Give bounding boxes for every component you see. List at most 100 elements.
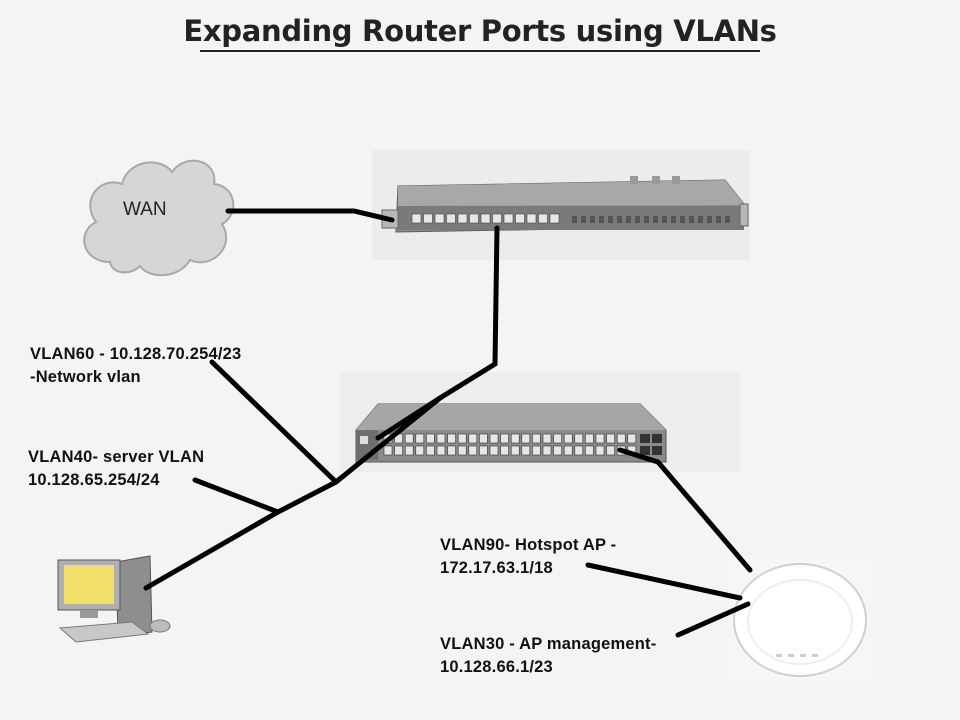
switch-port [532, 445, 541, 456]
router-switch-cable [375, 225, 500, 441]
switch-port [489, 433, 499, 444]
switch-port [500, 433, 509, 444]
switch-port [606, 433, 615, 444]
router-vent [662, 216, 667, 223]
router-vent [689, 216, 694, 223]
switch-port [468, 433, 478, 444]
router-vent [626, 216, 631, 223]
switch-port [510, 433, 520, 444]
switch-port [553, 433, 562, 444]
router-vent [707, 216, 712, 223]
switch-port [585, 445, 594, 456]
switch-port [457, 433, 467, 444]
vlan40-line2: 10.128.65.254/24 [28, 471, 160, 489]
switch-port [426, 433, 435, 444]
switch-port [383, 445, 393, 456]
switch-pc-trunk-cable [143, 395, 443, 591]
wan-label: WAN [123, 199, 167, 220]
switch-port [468, 445, 478, 456]
router-icon [372, 150, 750, 260]
switch-port [489, 445, 499, 456]
switch-port [500, 445, 509, 456]
switch-sfp-port [652, 446, 662, 455]
vlan30-cable [675, 601, 751, 638]
vlan40-label: VLAN40- server VLAN 10.128.65.254/24 [28, 446, 204, 492]
switch-port [616, 433, 626, 444]
router-vent [698, 216, 703, 223]
router-vent [680, 216, 685, 223]
vlan90-label: VLAN90- Hotspot AP - 172.17.63.1/18 [440, 534, 616, 580]
switch-port [521, 433, 531, 444]
switch-port [563, 445, 573, 456]
switch-port [457, 445, 467, 456]
switch-port [426, 445, 435, 456]
router-vent [644, 216, 649, 223]
switch-port [627, 433, 637, 444]
switch-port [542, 433, 552, 444]
switch-port [532, 433, 541, 444]
router-port-row [411, 213, 730, 224]
wan-cloud-icon [83, 159, 235, 277]
vlan90-line1: VLAN90- Hotspot AP - [440, 536, 617, 554]
router-port [423, 213, 433, 224]
router-port [549, 213, 560, 224]
router-port [469, 213, 479, 224]
wan-router-cable [225, 208, 395, 223]
switch-port [404, 445, 414, 456]
switch-port [404, 433, 414, 444]
router-vent [725, 216, 730, 223]
switch-port [479, 433, 488, 444]
switch-port [436, 433, 446, 444]
switch-port [542, 445, 552, 456]
router-port [480, 213, 491, 224]
switch-port [563, 433, 573, 444]
vlan60-label: VLAN60 - 10.128.70.254/23 -Network vlan [30, 343, 241, 389]
switch-sfp-port [640, 434, 650, 443]
switch-port [510, 445, 520, 456]
router-vent [653, 216, 658, 223]
router-vent [716, 216, 721, 223]
router-port [457, 213, 468, 224]
switch-port [606, 445, 615, 456]
vlan90-line2: 172.17.63.1/18 [440, 559, 553, 577]
pc-icon [57, 555, 171, 643]
vlan60-cable [209, 359, 339, 485]
router-port [515, 213, 525, 224]
vlan30-line2: 10.128.66.1/23 [440, 658, 553, 676]
switch-port [574, 445, 584, 456]
page-title: Expanding Router Ports using VLANs [183, 14, 777, 48]
switch-port-rows [383, 433, 662, 456]
switch-port [415, 445, 425, 456]
router-vent [608, 216, 613, 223]
switch-sfp-port [640, 446, 650, 455]
vlan60-line1: VLAN60 - 10.128.70.254/23 [30, 345, 242, 363]
router-vent [599, 216, 604, 223]
router-port [446, 213, 456, 224]
switch-port [447, 445, 456, 456]
router-vent [581, 216, 586, 223]
switch-port [394, 445, 403, 456]
router-port [411, 213, 422, 224]
router-port [492, 213, 502, 224]
switch-port [595, 445, 605, 456]
cables [143, 208, 753, 638]
switch-port [447, 433, 456, 444]
switch-port [553, 445, 562, 456]
switch-port [574, 433, 584, 444]
router-port [526, 213, 537, 224]
switch-port [585, 433, 594, 444]
switch-sfp-port [652, 434, 662, 443]
router-port [538, 213, 548, 224]
vlan40-cable [192, 477, 281, 515]
router-port [503, 213, 514, 224]
router-vent [617, 216, 622, 223]
router-vent [572, 216, 577, 223]
vlan60-line2: -Network vlan [30, 368, 141, 386]
access-point-icon [728, 556, 874, 686]
switch-port [595, 433, 605, 444]
vlan30-line1: VLAN30 - AP management- [440, 635, 657, 653]
switch-ap-cable [617, 447, 753, 573]
switch-port [415, 433, 425, 444]
router-vent [635, 216, 640, 223]
